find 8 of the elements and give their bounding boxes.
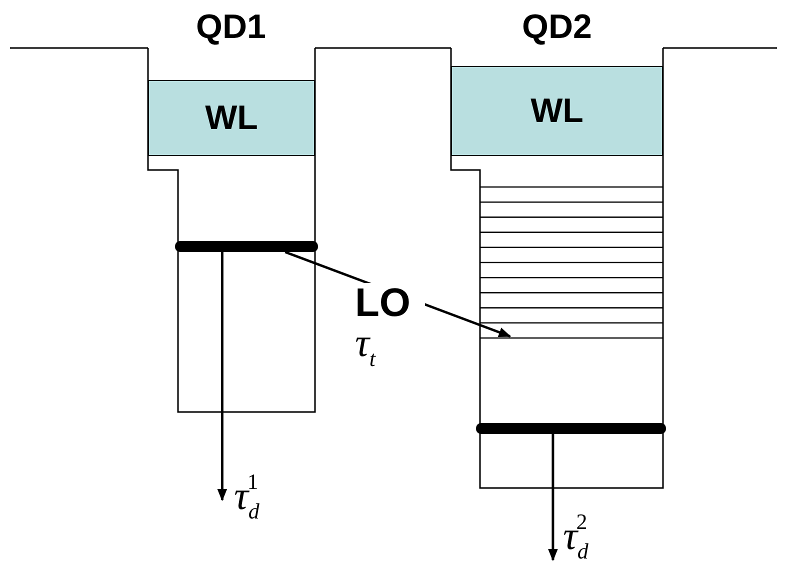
arrow [217,252,228,502]
dot-heading: QD1 [195,10,267,44]
wetting-layer: WL [148,80,315,156]
wetting-layer: WL [451,66,663,156]
arrow [548,434,558,562]
energy-level [175,241,318,252]
dot-heading: QD2 [521,10,593,44]
energy-level [476,423,666,434]
